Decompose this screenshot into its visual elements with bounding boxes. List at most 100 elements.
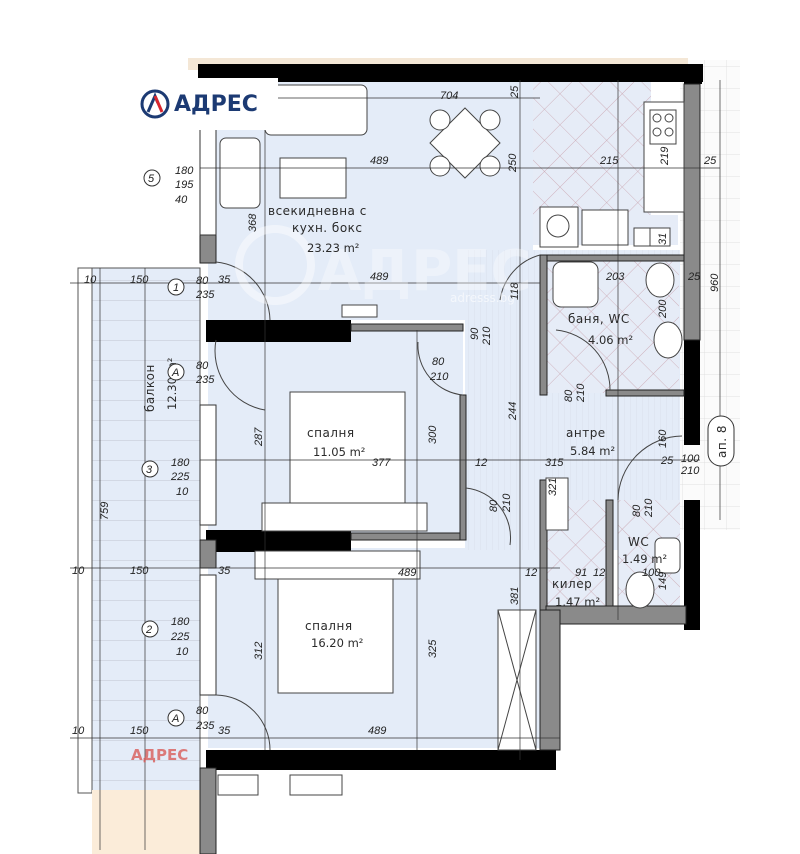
svg-text:210: 210 <box>643 498 655 518</box>
bottom-watermark: АДРЕС <box>131 746 189 764</box>
svg-text:149: 149 <box>657 572 669 590</box>
svg-text:10: 10 <box>72 565 85 577</box>
svg-text:25: 25 <box>703 155 717 167</box>
window-tag-3: 3 180 225 10 <box>141 457 190 498</box>
svg-text:12: 12 <box>593 567 605 579</box>
dimension-lines <box>70 80 721 850</box>
balcony-name: балкон <box>143 364 157 412</box>
svg-text:210: 210 <box>501 493 513 513</box>
svg-text:80: 80 <box>196 275 209 287</box>
svg-text:377: 377 <box>372 457 391 469</box>
svg-text:195: 195 <box>175 179 194 191</box>
svg-text:235: 235 <box>195 289 215 301</box>
svg-text:300: 300 <box>427 425 439 444</box>
svg-text:80: 80 <box>488 499 500 512</box>
svg-text:35: 35 <box>218 565 231 577</box>
svg-text:960: 960 <box>709 273 721 292</box>
svg-text:315: 315 <box>545 457 564 469</box>
svg-text:10: 10 <box>72 725 85 737</box>
svg-text:80: 80 <box>196 360 209 372</box>
logo-a-icon <box>140 89 170 119</box>
svg-text:287: 287 <box>253 427 265 447</box>
svg-text:80: 80 <box>432 356 445 368</box>
svg-text:180: 180 <box>171 457 190 469</box>
svg-text:210: 210 <box>680 465 700 477</box>
hall-name: антре <box>566 426 606 440</box>
svg-text:3: 3 <box>146 464 153 476</box>
svg-text:150: 150 <box>130 565 149 577</box>
svg-text:200: 200 <box>657 299 669 319</box>
wc-area: 1.49 m² <box>622 552 667 566</box>
living-room-name: всекидневна с <box>268 204 367 218</box>
windows <box>199 119 217 696</box>
brand-logo: АДРЕС <box>132 78 278 130</box>
svg-text:203: 203 <box>605 271 625 283</box>
svg-text:1: 1 <box>173 282 179 294</box>
window-tag-a1: A 80 235 <box>167 360 215 386</box>
bath-area: 4.06 m² <box>588 333 633 347</box>
svg-text:80: 80 <box>631 504 643 517</box>
svg-text:489: 489 <box>398 567 416 579</box>
wc-name: WC <box>628 535 649 549</box>
svg-text:150: 150 <box>130 274 149 286</box>
dimension-labels: 704 489 489 250 368 215 219 31 25 25 25 … <box>72 85 721 737</box>
apartment-tag: ап. 8 <box>707 415 735 467</box>
svg-text:5: 5 <box>148 173 155 185</box>
svg-text:489: 489 <box>370 155 388 167</box>
window-tag-5: 5 180 195 40 <box>143 165 194 206</box>
svg-text:80: 80 <box>563 389 575 402</box>
door-swings <box>214 254 683 751</box>
svg-text:25: 25 <box>660 455 674 467</box>
window-tag-a2: A 80 235 <box>167 705 215 732</box>
svg-text:215: 215 <box>599 155 619 167</box>
watermark: АДРЕС adresss.bg <box>235 225 532 305</box>
svg-text:180: 180 <box>175 165 194 177</box>
walls <box>198 64 703 770</box>
living-room-area: 23.23 m² <box>307 241 359 255</box>
bedroom2-name: спалня <box>305 619 353 633</box>
svg-text:10: 10 <box>84 274 97 286</box>
balcony <box>77 267 201 854</box>
svg-text:210: 210 <box>575 383 587 403</box>
svg-text:35: 35 <box>218 274 231 286</box>
svg-text:10: 10 <box>176 486 189 498</box>
kitchen-tile <box>533 80 651 215</box>
svg-text:489: 489 <box>368 725 386 737</box>
window-tag-1: 1 80 235 <box>167 275 215 301</box>
svg-text:219: 219 <box>659 147 671 166</box>
svg-text:10: 10 <box>176 646 189 658</box>
svg-text:АДРЕС: АДРЕС <box>318 239 532 304</box>
svg-text:12: 12 <box>475 457 487 469</box>
svg-text:244: 244 <box>507 402 519 421</box>
svg-text:40: 40 <box>175 194 188 206</box>
storage-name: килер <box>552 577 592 591</box>
svg-text:180: 180 <box>171 616 190 628</box>
svg-text:325: 325 <box>427 639 439 658</box>
svg-text:160: 160 <box>657 429 669 448</box>
svg-text:235: 235 <box>195 720 215 732</box>
svg-text:704: 704 <box>440 90 458 102</box>
svg-text:adresss.bg: adresss.bg <box>450 291 515 305</box>
storage-area: 1.47 m² <box>555 595 600 609</box>
svg-text:91: 91 <box>575 567 587 579</box>
bedroom2-area: 16.20 m² <box>311 636 363 650</box>
svg-text:118: 118 <box>509 282 521 300</box>
bedroom1-area: 11.05 m² <box>313 445 365 459</box>
window-tag-2: 2 180 225 10 <box>141 616 190 658</box>
svg-text:235: 235 <box>195 374 215 386</box>
svg-text:150: 150 <box>130 725 149 737</box>
svg-text:2: 2 <box>145 624 152 636</box>
bedroom1-name: спалня <box>307 426 355 440</box>
svg-text:368: 368 <box>247 213 259 232</box>
svg-text:250: 250 <box>507 153 519 173</box>
svg-text:12: 12 <box>525 567 537 579</box>
svg-text:90: 90 <box>469 327 481 340</box>
svg-text:A: A <box>171 367 179 379</box>
living-room-name-2: кухн. бокс <box>292 221 363 235</box>
svg-text:312: 312 <box>253 642 265 660</box>
svg-text:31: 31 <box>657 233 669 245</box>
svg-text:489: 489 <box>370 271 388 283</box>
hall-area: 5.84 m² <box>570 444 615 458</box>
svg-text:100: 100 <box>681 453 700 465</box>
svg-text:210: 210 <box>429 371 449 383</box>
